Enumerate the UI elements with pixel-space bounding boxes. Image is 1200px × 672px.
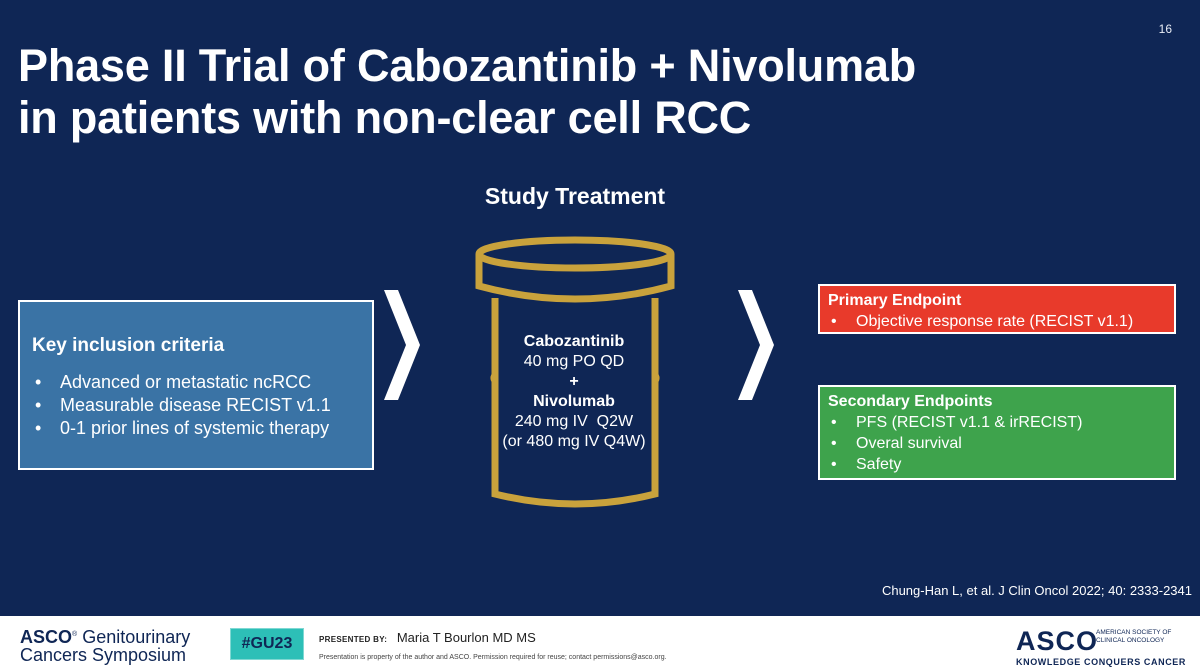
symposium-line-2: Cancers Symposium <box>20 645 187 665</box>
citation: Chung-Han L, et al. J Clin Oncol 2022; 4… <box>881 583 1192 598</box>
drug2-dose: 240 mg IV Q2W <box>514 413 634 430</box>
presenter-name: Maria T Bourlon MD MS <box>396 630 536 645</box>
presenter-line: PRESENTED BY: Maria T Bourlon MD MS <box>319 630 536 645</box>
disclaimer: Presentation is property of the author a… <box>319 654 667 661</box>
asco-tagline: KNOWLEDGE CONQUERS CANCER <box>1016 657 1187 667</box>
drug1-dose: 40 mg PO QD <box>523 353 625 370</box>
title-line-2: in patients with non-clear cell RCC <box>18 92 752 143</box>
presented-by-label: PRESENTED BY: <box>319 635 388 644</box>
society-line-1: AMERICAN SOCIETY OF <box>1096 629 1172 636</box>
drug2-alt-dose: (or 480 mg IV Q4W) <box>502 433 646 450</box>
symposium-line-1: Genitourinary <box>82 627 191 647</box>
asco-logo-word: ASCO <box>1016 626 1099 656</box>
hashtag-badge: #GU23 <box>230 628 304 660</box>
secondary-endpoints-heading: Secondary Endpoints <box>828 393 993 410</box>
asco-brand: ASCO <box>20 627 73 647</box>
pill-bottle-icon <box>475 236 675 508</box>
secondary-endpoint-item: Overal survival <box>828 433 1174 454</box>
primary-endpoint-item: Objective response rate (RECIST v1.1) <box>828 311 1174 332</box>
slide: 16 Phase II Trial of Cabozantinib + Nivo… <box>0 0 1200 616</box>
society-line-2: CLINICAL ONCOLOGY <box>1096 637 1165 644</box>
asco-gu-logo: ASCO® Genitourinary Cancers Symposium <box>20 627 191 665</box>
treatment-regimen: Cabozantinib 40 mg PO QD + Nivolumab 240… <box>474 332 674 452</box>
primary-endpoint-list: Objective response rate (RECIST v1.1) <box>828 311 1174 332</box>
inclusion-item: Advanced or metastatic ncRCC <box>32 371 372 394</box>
inclusion-heading: Key inclusion criteria <box>32 335 225 356</box>
inclusion-criteria-box: Key inclusion criteria Advanced or metas… <box>18 300 374 470</box>
secondary-endpoints-box: Secondary Endpoints PFS (RECIST v1.1 & i… <box>818 385 1176 480</box>
drug1-name: Cabozantinib <box>523 333 625 350</box>
inclusion-list: Advanced or metastatic ncRCC Measurable … <box>32 371 372 440</box>
title-line-1: Phase II Trial of Cabozantinib + Nivolum… <box>18 40 917 91</box>
inclusion-item: Measurable disease RECIST v1.1 <box>32 394 372 417</box>
page-number: 16 <box>1158 22 1172 36</box>
primary-endpoint-heading: Primary Endpoint <box>828 292 962 309</box>
study-treatment-label: Study Treatment <box>484 183 666 209</box>
secondary-endpoints-list: PFS (RECIST v1.1 & irRECIST) Overal surv… <box>828 412 1174 475</box>
chevron-right-icon <box>738 290 774 400</box>
inclusion-item: 0-1 prior lines of systemic therapy <box>32 417 372 440</box>
footer: ASCO® Genitourinary Cancers Symposium #G… <box>0 616 1200 672</box>
drug2-name: Nivolumab <box>533 393 615 410</box>
primary-endpoint-box: Primary Endpoint Objective response rate… <box>818 284 1176 334</box>
asco-society-name: AMERICAN SOCIETY OF CLINICAL ONCOLOGY <box>1096 629 1186 645</box>
secondary-endpoint-item: PFS (RECIST v1.1 & irRECIST) <box>828 412 1174 433</box>
plus-sign: + <box>569 373 579 390</box>
chevron-right-icon <box>384 290 420 400</box>
secondary-endpoint-item: Safety <box>828 454 1174 475</box>
slide-title: Phase II Trial of Cabozantinib + Nivolum… <box>18 40 1138 144</box>
